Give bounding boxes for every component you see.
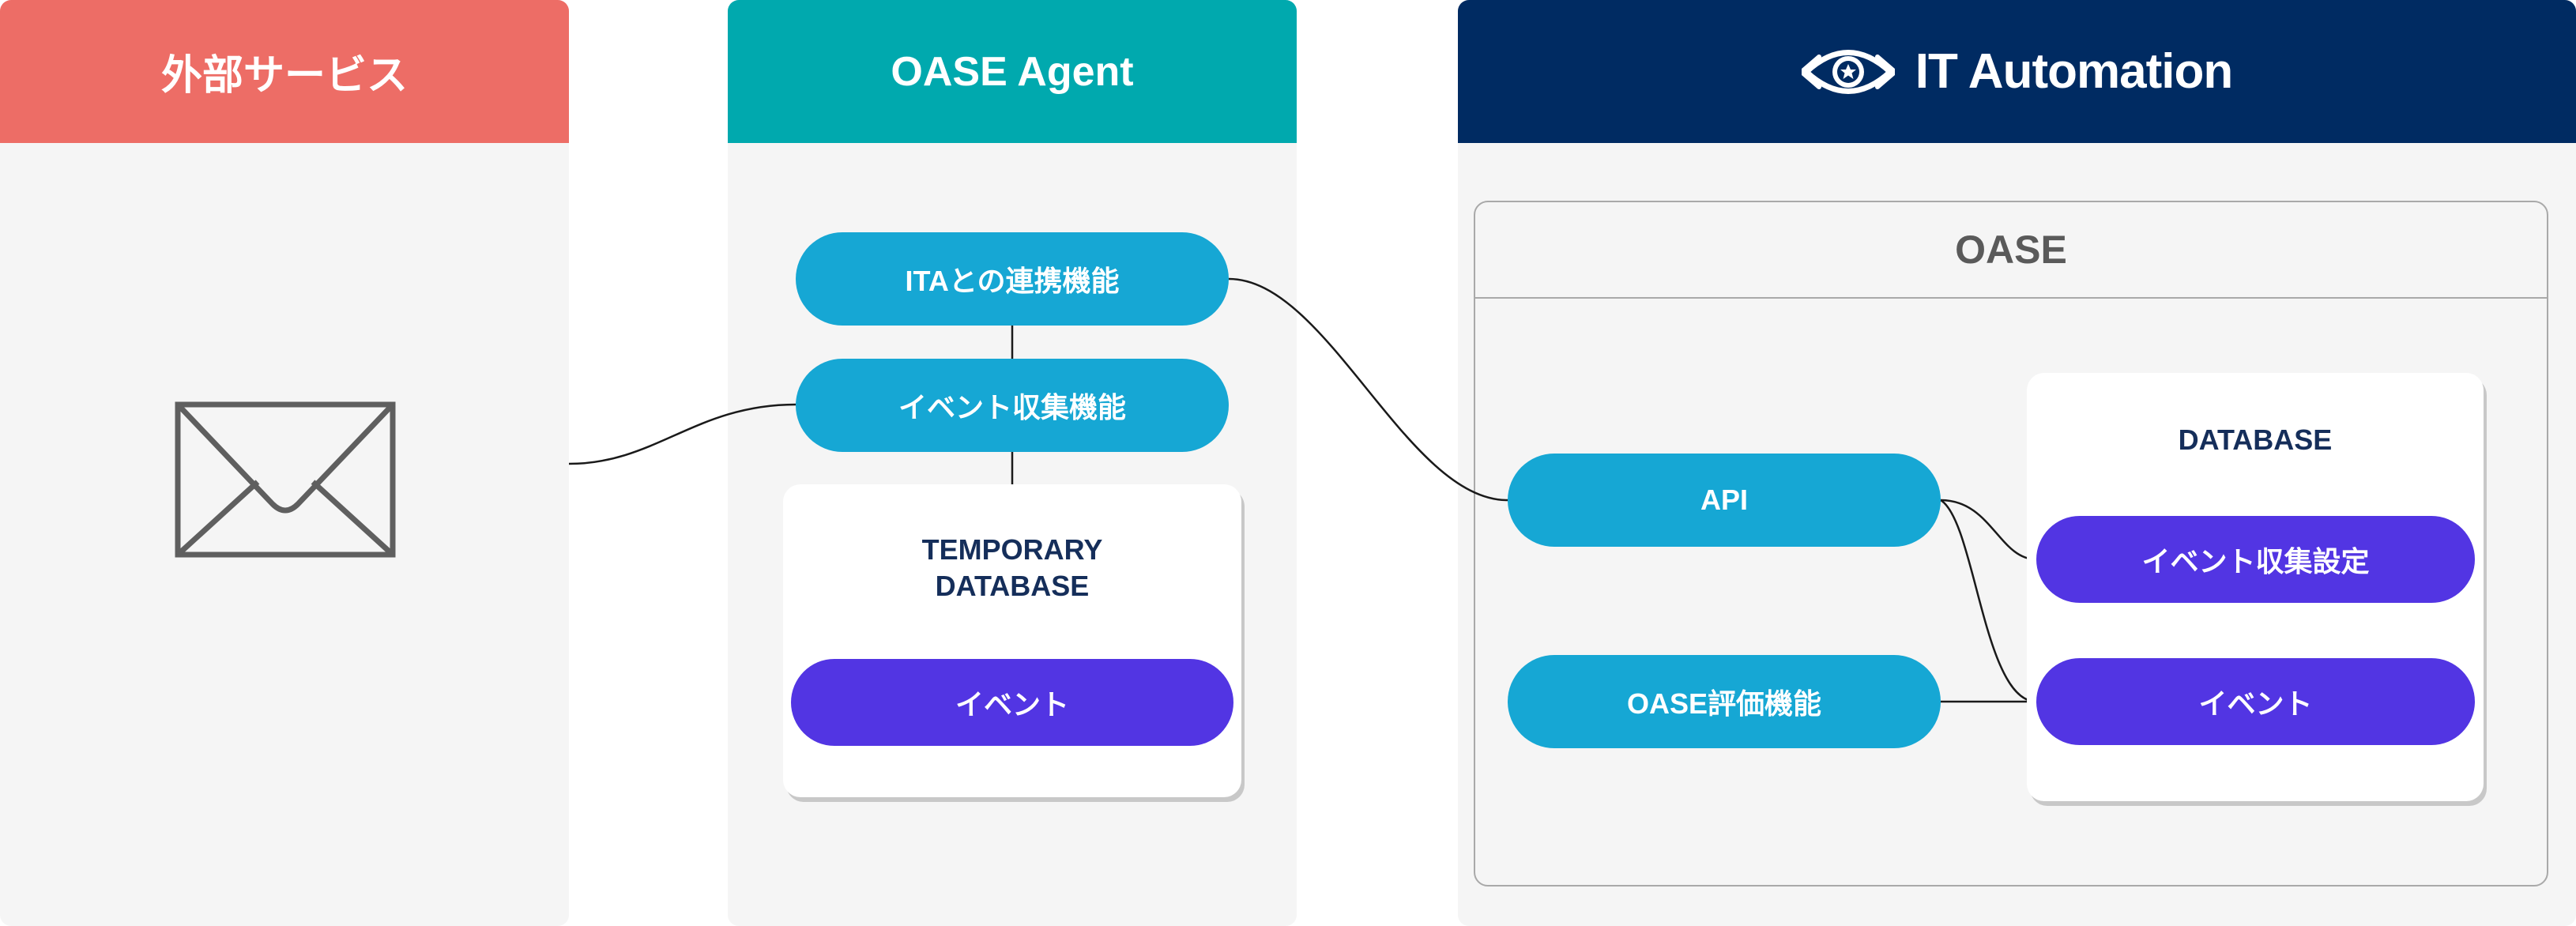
it-automation-header: IT Automation (1458, 0, 2576, 143)
api-function-label: API (1700, 484, 1748, 516)
oase-evaluation-function: OASE評価機能 (1508, 655, 1941, 748)
api-function: API (1508, 454, 1941, 547)
temp-db-event-item: イベント (791, 659, 1233, 746)
external-service-title: 外部サービス (160, 53, 408, 99)
db-event-label: イベント (2198, 687, 2313, 720)
oase-panel-title: OASE (1955, 228, 2067, 272)
connector-api-to-collection-settings (1940, 499, 2037, 561)
connector-api-to-db-event (1940, 499, 2037, 703)
event-collection-function-label: イベント収集機能 (898, 391, 1126, 423)
ita-link-function: ITAとの連携機能 (796, 232, 1229, 326)
db-event-item: イベント (2036, 658, 2475, 745)
external-service-column: 外部サービス (0, 0, 569, 926)
it-automation-logo-icon (1801, 49, 1895, 94)
event-collection-function: イベント収集機能 (796, 359, 1229, 452)
connector-ita-link-to-api (1228, 277, 1508, 502)
connector-mail-to-event-collection (568, 403, 797, 465)
oase-evaluation-function-label: OASE評価機能 (1626, 687, 1822, 720)
database-title: DATABASE (2178, 423, 2333, 456)
ita-link-function-label: ITAとの連携機能 (905, 265, 1120, 297)
temporary-database-title: TEMPORARY DATABASE (921, 533, 1103, 602)
temp-db-event-label: イベント (955, 688, 1069, 721)
oase-panel: OASE (1474, 201, 2548, 886)
event-collection-settings-item: イベント収集設定 (2036, 516, 2475, 603)
oase-agent-title: OASE Agent (891, 48, 1134, 95)
oase-agent-header: OASE Agent (728, 0, 1297, 143)
temporary-database-box: TEMPORARY DATABASE (783, 484, 1241, 797)
external-service-header: 外部サービス (0, 0, 569, 143)
event-collection-settings-label: イベント収集設定 (2141, 545, 2370, 578)
oase-panel-header: OASE (1475, 202, 2547, 299)
it-automation-title: IT Automation (1915, 44, 2233, 99)
mail-envelope-icon (175, 401, 396, 558)
